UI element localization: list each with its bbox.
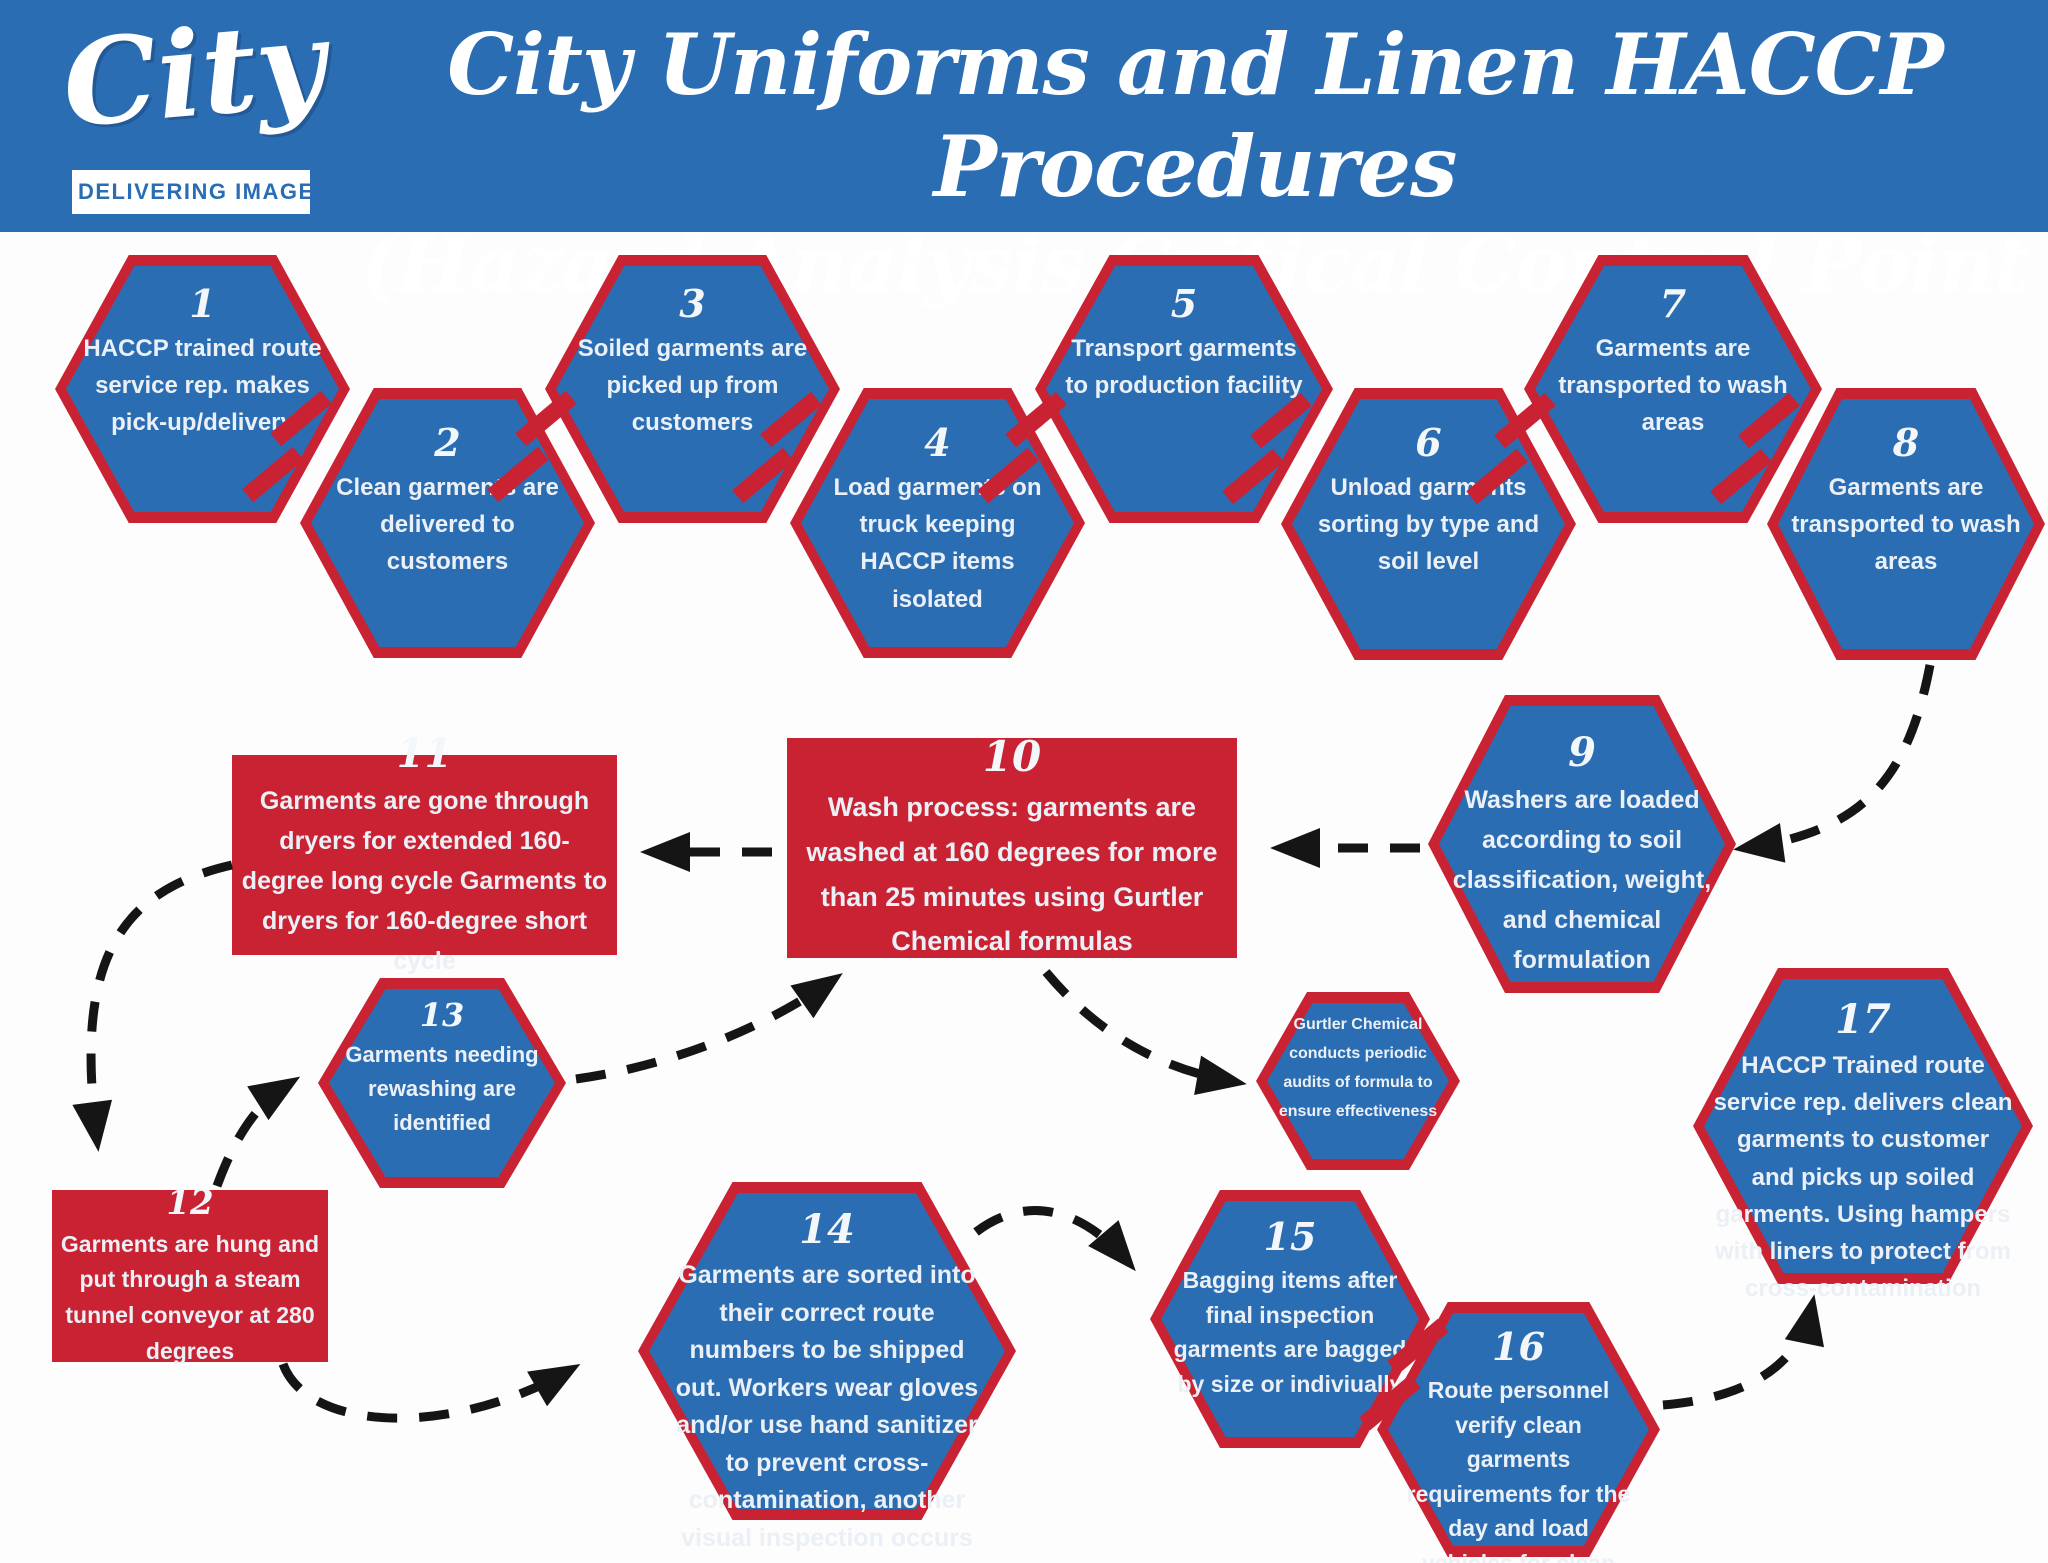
arrow-12-to-14	[278, 1362, 581, 1423]
step-3-number: 3	[679, 281, 706, 326]
step-13-number: 13	[419, 996, 465, 1034]
hexagon-fill	[1388, 1313, 1649, 1546]
step-11-box: 11 Garments are gone through dryers for …	[232, 730, 617, 975]
city-logo-wordmark: City	[57, 0, 331, 155]
city-logo: City DELIVERING IMAGE®	[57, 0, 331, 218]
step-6-text: Unload garments sorting by type and soil…	[1317, 474, 1540, 576]
arrow-12-to-13	[212, 1076, 301, 1188]
step-1-number: 1	[189, 281, 216, 326]
step-4-number: 4	[924, 420, 951, 465]
step-15-number: 15	[1263, 1214, 1317, 1259]
step-5-number: 5	[1170, 281, 1198, 326]
step-17-text: HACCP Trained route service rep. deliver…	[1713, 1052, 2013, 1303]
step-11-text: Garments are gone through dryers for ext…	[241, 786, 608, 975]
arrow-11-to-12	[72, 860, 233, 1152]
hexagon-fill	[1535, 266, 1811, 512]
step-8-text: Garments are transported to wash areas	[1791, 474, 2021, 576]
step-11-number: 11	[396, 729, 453, 777]
arrow-8-to-9	[1733, 664, 1935, 863]
step-2-number: 2	[434, 420, 461, 465]
hexagon-fill	[66, 266, 339, 512]
arrow-10-to-gurtler-note	[1042, 969, 1247, 1096]
city-logo-tagline: DELIVERING IMAGE®	[72, 170, 331, 214]
step-12-box: 12 Garments are hung and put through a s…	[52, 1183, 328, 1364]
step-8-number: 8	[1892, 420, 1920, 465]
step-14-text: Garments are sorted into their correct r…	[675, 1261, 979, 1552]
step-16-text: Route personnel verify clean garments re…	[1406, 1377, 1631, 1563]
step-2-text: Clean garments are delivered to customer…	[336, 474, 559, 576]
step-14-number: 14	[799, 1206, 855, 1253]
hexagon-fill	[1046, 266, 1322, 512]
arrow-13-to-10	[575, 973, 843, 1084]
header-banner: City DELIVERING IMAGE® City Uniforms and…	[0, 0, 2048, 402]
step-10-text: Wash process: garments are washed at 160…	[806, 792, 1218, 957]
step-9-text: Washers are loaded according to soil cla…	[1452, 786, 1712, 974]
step-6-number: 6	[1415, 420, 1442, 465]
hexagon-fill	[556, 266, 829, 512]
hexagon-fill	[1704, 979, 2022, 1273]
step-16-number: 16	[1492, 1324, 1545, 1369]
step-10-box: 10 Wash process: garments are washed at …	[787, 732, 1237, 958]
step-4-text: Load garments on truck keeping HACCP ite…	[833, 474, 1042, 613]
hexagon-fill	[1267, 1003, 1449, 1159]
step-3-text: Soiled garments are picked up from custo…	[577, 335, 808, 437]
hexagon-fill	[1161, 1201, 1419, 1437]
step-7-text: Garments are transported to wash areas	[1558, 335, 1788, 437]
step-13-text: Garments needing rewashing are identifie…	[345, 1042, 539, 1136]
step-17-number: 17	[1835, 996, 1891, 1043]
arrow-16-to-17	[1662, 1294, 1824, 1410]
step-5-text: Transport garments to production facilit…	[1065, 335, 1303, 400]
step-12-number: 12	[166, 1182, 214, 1223]
gurtler-note-text: Gurtler Chemical conducts periodic audit…	[1278, 1016, 1438, 1120]
step-12-text: Garments are hung and put through a stea…	[60, 1230, 320, 1364]
gurtler-note-hexagon: Gurtler Chemical conducts periodic audit…	[1256, 992, 1460, 1170]
step-10-number: 10	[982, 732, 1042, 782]
step-15-text: Bagging items after final inspection gar…	[1173, 1267, 1407, 1397]
step-9-number: 9	[1568, 729, 1596, 776]
page-title-line1: City Uniforms and Linen HACCP Procedures	[447, 15, 1943, 217]
step-1-text: HACCP trained route service rep. makes p…	[83, 335, 322, 437]
step-7-number: 7	[1659, 281, 1687, 326]
